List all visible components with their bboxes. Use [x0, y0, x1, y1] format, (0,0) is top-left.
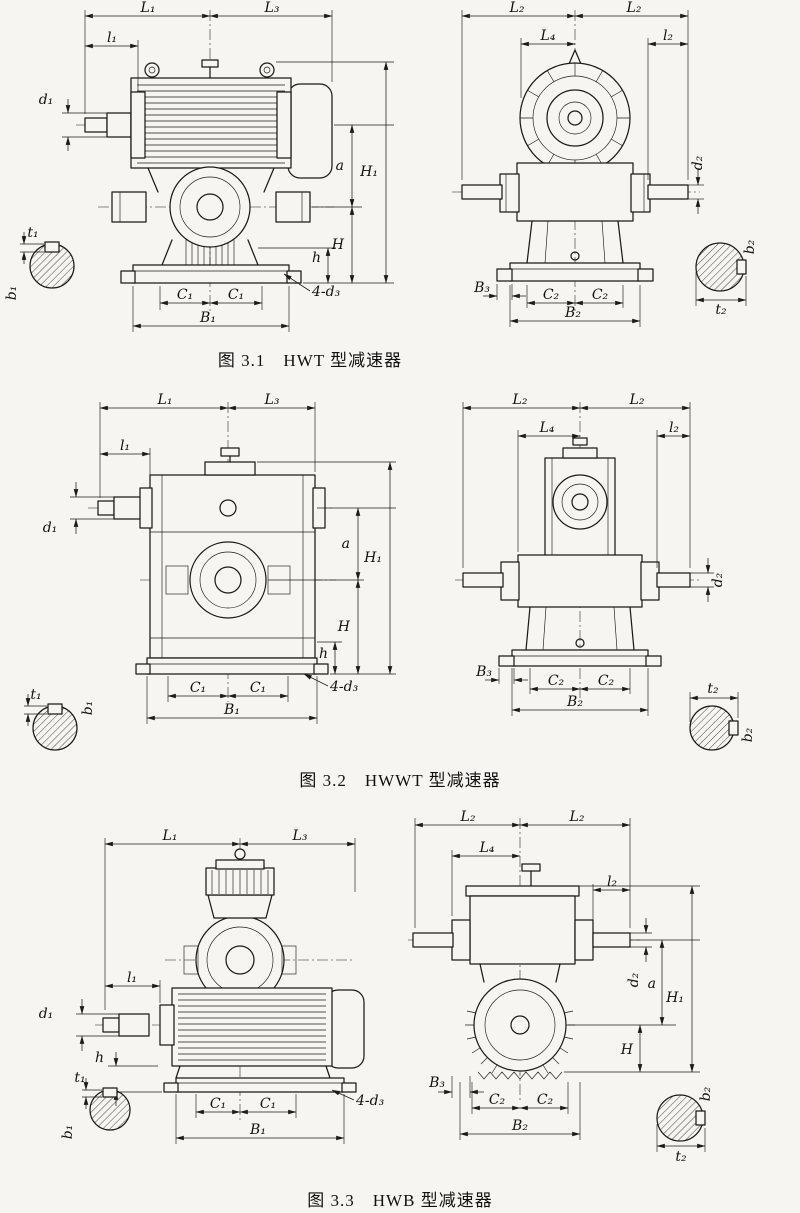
hwb-side-dimensions: L₂ L₂ L₄ l₂ d₂ a H H₁ B₃ C₂ C₂ — [414, 809, 700, 1140]
dim-4d3-label: 4-d₃ — [329, 679, 359, 695]
dim-B1-label: B₁ — [249, 1122, 266, 1138]
dim-t1-label: t₁ — [27, 225, 38, 241]
dim-H1-label: H₁ — [359, 164, 378, 180]
hwb-output-shaft-section-detail: b₂ t₂ — [656, 1086, 714, 1165]
dim-C2-label: C₂ — [592, 287, 609, 303]
dim-L4-label: L₄ — [539, 420, 555, 436]
dim-l2-label: l₂ — [607, 874, 617, 890]
dim-C1-label: C₁ — [177, 287, 193, 303]
dim-a-label: a — [648, 976, 656, 992]
dim-B3-label: B₃ — [428, 1075, 445, 1091]
dim-L1-label: L₁ — [140, 0, 156, 16]
dim-h-label: h — [95, 1050, 104, 1066]
hwb-input-shaft-section-detail: t₁ b₁ — [60, 1070, 131, 1140]
dim-C1-label: C₁ — [260, 1096, 276, 1112]
figure-caption: 图 3.1 HWT 型减速器 — [217, 351, 403, 370]
dim-L2-label: L₂ — [509, 0, 525, 16]
hwwt-side-dimensions: L₂ L₂ L₄ l₂ d₂ B₃ C₂ C₂ B₂ — [462, 392, 726, 716]
dim-C2-label: C₂ — [548, 673, 565, 689]
dim-C2-label: C₂ — [543, 287, 560, 303]
dim-C2-label: C₂ — [537, 1092, 554, 1108]
hwb-side-view — [408, 818, 640, 1100]
dim-b2-label: b₂ — [698, 1086, 714, 1101]
dim-L2-label: L₂ — [512, 392, 528, 408]
dim-l1-label: l₁ — [107, 30, 117, 46]
hwwt-output-shaft-section-detail: t₂ b₂ — [689, 681, 756, 751]
figure-caption: 图 3.3 HWB 型减速器 — [307, 1191, 493, 1210]
dim-B2-label: B₂ — [511, 1118, 528, 1134]
dim-B1-label: B₁ — [199, 310, 216, 326]
dim-b2-label: b₂ — [742, 239, 758, 254]
dim-4d3-label: 4-d₃ — [355, 1093, 385, 1109]
dim-l1-label: l₁ — [120, 438, 130, 454]
hwt-front-dimensions: L₁ L₃ l₁ d₁ a H H₁ h C₁ C₁ B₁ 4-d₃ — [39, 0, 394, 332]
dim-B2-label: B₂ — [566, 694, 583, 710]
dim-h-label: h — [319, 646, 328, 662]
dim-b1-label: b₁ — [4, 286, 20, 301]
dim-a-label: a — [342, 536, 350, 552]
dim-C1-label: C₁ — [190, 680, 206, 696]
dim-H-label: H — [620, 1042, 634, 1058]
dim-H1-label: H₁ — [363, 550, 382, 566]
hwwt-front-view — [88, 402, 336, 702]
dim-L2-label: L₂ — [626, 0, 642, 16]
hwwt-side-view — [455, 402, 702, 698]
dim-t1-label: t₁ — [30, 687, 41, 703]
dim-d1-label: d₁ — [39, 1006, 54, 1022]
dim-d2-label: d₂ — [710, 572, 726, 587]
dim-C1-label: C₁ — [210, 1096, 226, 1112]
dim-t2-label: t₂ — [715, 302, 727, 318]
hwt-front-view — [76, 10, 334, 312]
dim-L3-label: L₃ — [264, 0, 280, 16]
figure-hwb-drawing: L₁ L₃ l₁ d₁ h C₁ C₁ B₁ 4-d₃ t₁ b₁ — [39, 809, 714, 1165]
hwt-side-view — [452, 10, 700, 312]
dim-d1-label: d₁ — [43, 520, 58, 536]
dim-d1-label: d₁ — [39, 92, 54, 108]
dim-L4-label: L₄ — [479, 840, 495, 856]
dim-t2-label: t₂ — [675, 1149, 687, 1165]
dim-H-label: H — [331, 237, 345, 253]
dim-L4-label: L₄ — [540, 28, 556, 44]
dim-C2-label: C₂ — [598, 673, 615, 689]
dim-C2-label: C₂ — [489, 1092, 506, 1108]
hwwt-front-dimensions: L₁ L₃ l₁ d₁ a H H₁ h C₁ C₁ B₁ 4-d₃ — [43, 392, 396, 724]
dim-L2-label: L₂ — [629, 392, 645, 408]
dim-b1-label: b₁ — [60, 1125, 76, 1140]
dim-4d3-label: 4-d₃ — [311, 284, 341, 300]
dim-H1-label: H₁ — [665, 990, 684, 1006]
dim-L3-label: L₃ — [292, 828, 308, 844]
dim-B3-label: B₃ — [475, 664, 492, 680]
hwb-front-dimensions: L₁ L₃ l₁ d₁ h C₁ C₁ B₁ 4-d₃ — [39, 828, 385, 1144]
hwwt-input-shaft-section-detail: t₁ b₁ — [24, 687, 96, 751]
dim-C1-label: C₁ — [228, 287, 244, 303]
figure-caption: 图 3.2 HWWT 型减速器 — [299, 771, 501, 790]
dim-C1-label: C₁ — [250, 680, 266, 696]
dim-B3-label: B₃ — [473, 280, 490, 296]
dim-l2-label: l₂ — [669, 420, 679, 436]
figure-hwwt-drawing: L₁ L₃ l₁ d₁ a H H₁ h C₁ C₁ B₁ 4-d₃ — [24, 392, 756, 751]
dim-b2-label: b₂ — [740, 727, 756, 742]
dim-l2-label: l₂ — [663, 28, 673, 44]
figure-hwt-drawing: L₁ L₃ l₁ d₁ a H H₁ h C₁ C₁ B₁ 4-d₃ — [4, 0, 758, 332]
dim-d2-label: d₂ — [626, 972, 642, 987]
dim-d2-label: d₂ — [690, 155, 706, 170]
dim-L3-label: L₃ — [264, 392, 280, 408]
dim-L1-label: L₁ — [162, 828, 178, 844]
hwt-side-dimensions: L₂ L₂ L₄ l₂ d₂ B₃ C₂ C₂ B₂ — [461, 0, 706, 327]
dim-B2-label: B₂ — [564, 305, 581, 321]
dim-l1-label: l₁ — [127, 970, 137, 986]
dim-H-label: H — [337, 619, 351, 635]
dim-a-label: a — [336, 158, 344, 174]
dim-h-label: h — [312, 250, 321, 266]
dim-t1-label: t₁ — [74, 1070, 85, 1086]
hwt-input-shaft-section-detail: t₁ b₁ — [4, 225, 75, 301]
dim-L1-label: L₁ — [157, 392, 173, 408]
dim-b1-label: b₁ — [80, 701, 96, 716]
hwt-output-shaft-section-detail: b₂ t₂ — [695, 239, 758, 318]
dim-B1-label: B₁ — [223, 702, 240, 718]
dim-L2-label: L₂ — [460, 809, 476, 825]
hwb-front-view — [95, 838, 365, 1120]
dim-t2-label: t₂ — [707, 681, 719, 697]
dim-L2-label: L₂ — [569, 809, 585, 825]
